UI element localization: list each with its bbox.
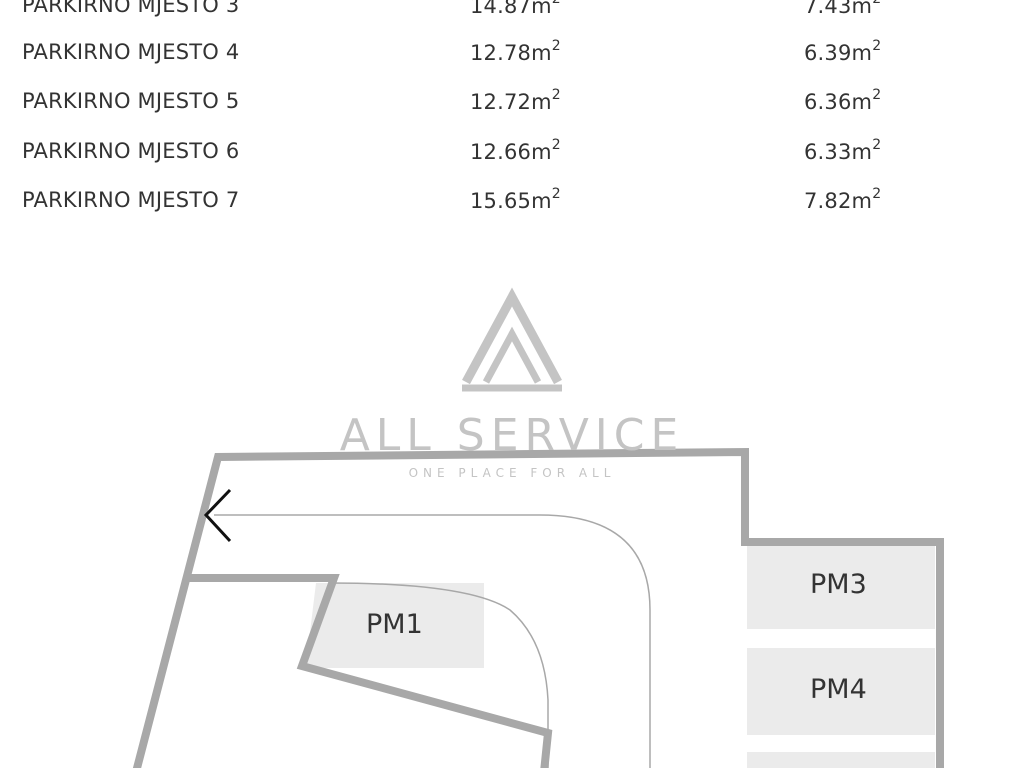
- area-value: 14.87m2: [470, 0, 561, 18]
- area-value: 15.65m2: [470, 186, 561, 213]
- area-value: 12.72m2: [470, 87, 561, 114]
- area-value: 12.78m2: [470, 38, 561, 65]
- spot-name: PARKIRNO MJESTO 7: [22, 188, 240, 212]
- watermark-subtitle: ONE PLACE FOR ALL: [408, 466, 616, 480]
- spot-name: PARKIRNO MJESTO 3: [22, 0, 240, 17]
- table-row: PARKIRNO MJESTO 7 15.65m2 7.82m2: [0, 186, 1024, 228]
- driveway-line: [214, 514, 651, 768]
- entry-arrow-icon: [203, 488, 232, 543]
- table-row: PARKIRNO MJESTO 5 12.72m2 6.36m2: [0, 87, 1024, 129]
- spot-name: PARKIRNO MJESTO 6: [22, 139, 240, 163]
- watermark-title: ALL SERVICE: [339, 410, 685, 461]
- area-value: 12.66m2: [470, 137, 561, 164]
- area-value-half: 6.36m2: [804, 87, 882, 114]
- driveway-line: [329, 582, 549, 768]
- spot-label-pm3: PM3: [810, 569, 867, 600]
- all-service-logo: [462, 287, 562, 392]
- area-value-half: 7.82m2: [804, 186, 882, 213]
- table-row: PARKIRNO MJESTO 3 14.87m2 7.43m2: [0, 0, 1024, 33]
- table-row: PARKIRNO MJESTO 6 12.66m2 6.33m2: [0, 137, 1024, 179]
- outer-wall: [132, 447, 944, 768]
- area-value-half: 6.39m2: [804, 38, 882, 65]
- spot-pm1-area: [306, 583, 484, 668]
- inner-wall: [188, 574, 553, 768]
- table-row: PARKIRNO MJESTO 4 12.78m2 6.39m2: [0, 38, 1024, 80]
- spot-label-pm1: PM1: [366, 609, 423, 640]
- spot-label-pm4: PM4: [810, 674, 867, 705]
- area-value-half: 6.33m2: [804, 137, 882, 164]
- spot-pm4-area: [747, 648, 935, 735]
- spot-pm5-area: [747, 752, 935, 768]
- spot-name: PARKIRNO MJESTO 4: [22, 40, 240, 64]
- spot-name: PARKIRNO MJESTO 5: [22, 89, 240, 113]
- spot-pm3-area: [747, 545, 935, 629]
- area-value-half: 7.43m2: [804, 0, 881, 18]
